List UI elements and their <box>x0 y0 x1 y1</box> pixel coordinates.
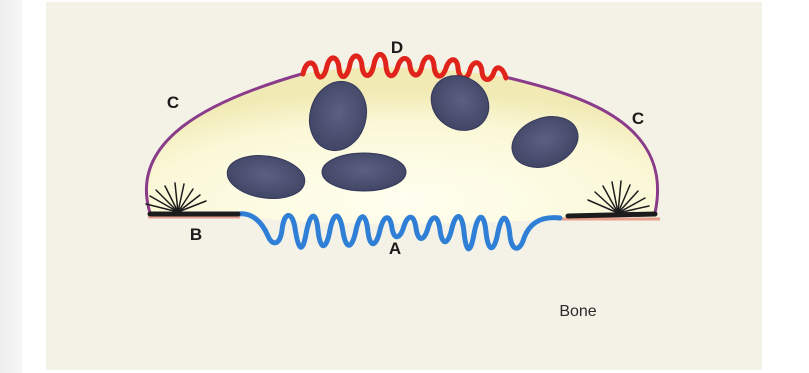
label-a: A <box>389 239 401 258</box>
label-c-right: C <box>632 109 644 128</box>
nucleus <box>322 153 406 191</box>
label-d: D <box>391 38 403 57</box>
label-bone: Bone <box>559 303 596 320</box>
label-b: B <box>190 225 202 244</box>
label-c-left: C <box>167 93 179 112</box>
